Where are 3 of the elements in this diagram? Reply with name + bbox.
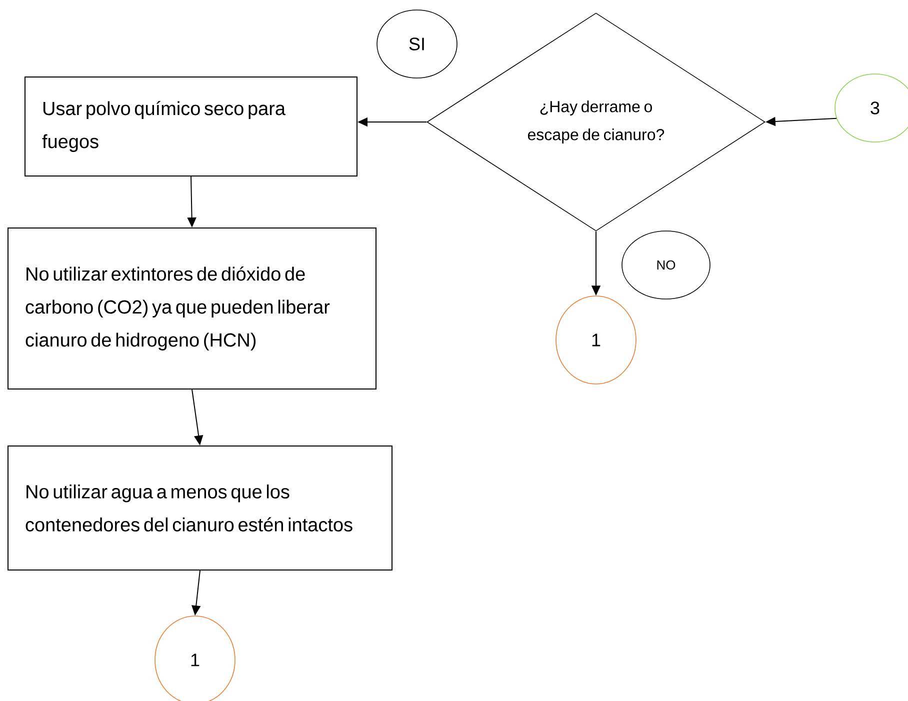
process-box: No utilizar extintores de dióxido de carbono (CO2) ya que pueden liberar cianuro de hidrogeno (HCN)	[8, 228, 376, 390]
process-box: Usar polvo químico seco para fuegos	[24, 76, 358, 176]
process-box: No utilizar agua a menos que los contenedores del cianuro estén intactos	[8, 446, 392, 570]
